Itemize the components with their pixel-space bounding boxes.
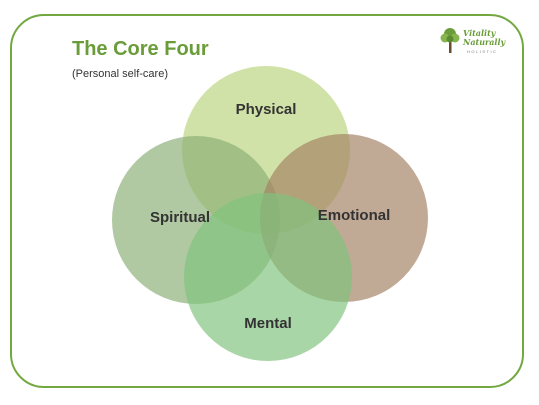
label-emotional: Emotional	[318, 207, 391, 224]
tree-icon	[440, 28, 460, 53]
slide-subtitle: (Personal self-care)	[72, 68, 168, 80]
brand-logo: Vitality Naturally HOLISTIC	[440, 26, 510, 58]
logo-line-2: Naturally	[463, 37, 506, 47]
circle-mental	[184, 193, 352, 361]
logo-line-3: HOLISTIC	[467, 49, 498, 54]
label-mental: Mental	[244, 315, 292, 332]
label-physical: Physical	[236, 101, 297, 118]
label-spiritual: Spiritual	[150, 209, 210, 226]
slide-title: The Core Four	[72, 38, 209, 60]
logo-line-1: Vitality	[463, 28, 496, 38]
